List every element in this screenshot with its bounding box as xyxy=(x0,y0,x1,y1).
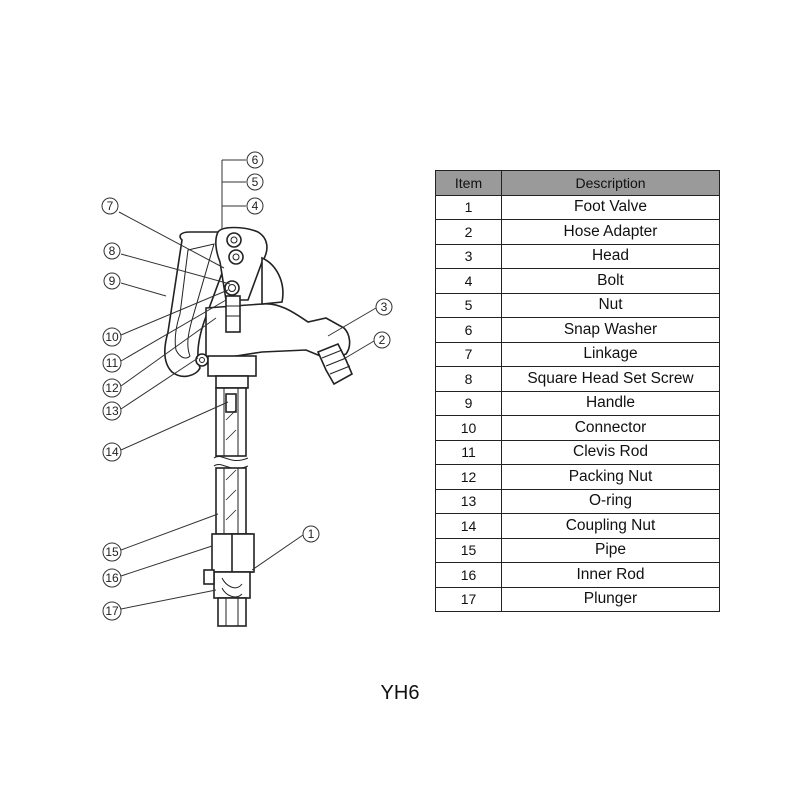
hydrant-assembly xyxy=(163,226,354,627)
row-description: Snap Washer xyxy=(501,317,720,343)
row-description: Bolt xyxy=(501,268,720,294)
callout-10-label: 10 xyxy=(105,330,119,344)
callout-8: 8 xyxy=(103,242,121,260)
row-description: Handle xyxy=(501,390,720,416)
row-item: 5 xyxy=(435,292,502,318)
row-description: Connector xyxy=(501,415,720,441)
callout-9: 9 xyxy=(103,272,121,290)
callout-5: 5 xyxy=(246,173,264,191)
callout-1: 1 xyxy=(302,525,320,543)
row-description: Nut xyxy=(501,292,720,318)
leader-lines xyxy=(118,159,377,610)
row-item: 17 xyxy=(435,586,502,612)
header-item: Item xyxy=(435,170,502,196)
row-description: O-ring xyxy=(501,488,720,514)
callout-16-label: 16 xyxy=(105,571,119,585)
callout-3-label: 3 xyxy=(381,300,388,314)
row-item: 6 xyxy=(435,317,502,343)
callout-11: 11 xyxy=(102,353,122,373)
callout-13-label: 13 xyxy=(105,404,119,418)
row-item: 12 xyxy=(435,464,502,490)
callout-7: 7 xyxy=(101,197,119,215)
callout-6-label: 6 xyxy=(252,153,259,167)
parts-table-header: Item Description xyxy=(435,170,720,196)
callout-1-label: 1 xyxy=(308,527,315,541)
row-item: 3 xyxy=(435,243,502,269)
callout-17-label: 17 xyxy=(105,604,119,618)
row-description: Packing Nut xyxy=(501,464,720,490)
callout-13: 13 xyxy=(102,401,122,421)
callout-15: 15 xyxy=(102,542,122,562)
row-description: Clevis Rod xyxy=(501,439,720,465)
hose-adapter-shape xyxy=(316,342,354,386)
callout-16: 16 xyxy=(102,568,122,588)
callout-8-label: 8 xyxy=(109,244,116,258)
row-item: 2 xyxy=(435,219,502,245)
row-description: Head xyxy=(501,243,720,269)
row-description: Hose Adapter xyxy=(501,219,720,245)
row-item: 14 xyxy=(435,513,502,539)
callout-11-label: 11 xyxy=(106,356,119,370)
row-description: Square Head Set Screw xyxy=(501,366,720,392)
callout-12-label: 12 xyxy=(105,381,119,395)
row-item: 8 xyxy=(435,366,502,392)
callout-14-label: 14 xyxy=(105,445,119,459)
callout-3: 3 xyxy=(375,298,393,316)
row-item: 7 xyxy=(435,341,502,367)
row-description: Foot Valve xyxy=(501,194,720,220)
row-item: 16 xyxy=(435,562,502,588)
callout-15-label: 15 xyxy=(105,545,119,559)
row-description: Plunger xyxy=(501,586,720,612)
callout-4-label: 4 xyxy=(252,199,259,213)
callout-2-label: 2 xyxy=(379,333,386,347)
row-description: Pipe xyxy=(501,537,720,563)
row-item: 4 xyxy=(435,268,502,294)
row-item: 11 xyxy=(435,439,502,465)
row-item: 1 xyxy=(435,194,502,220)
handle-shape xyxy=(163,231,235,378)
header-description: Description xyxy=(501,170,720,196)
row-description: Coupling Nut xyxy=(501,513,720,539)
handle-inner-slot xyxy=(174,243,215,359)
callout-5-label: 5 xyxy=(252,175,259,189)
row-description: Linkage xyxy=(501,341,720,367)
row-item: 10 xyxy=(435,415,502,441)
callout-4: 4 xyxy=(246,197,264,215)
row-description: Inner Rod xyxy=(501,562,720,588)
row-item: 15 xyxy=(435,537,502,563)
callout-12: 12 xyxy=(102,378,122,398)
model-label: YH6 xyxy=(380,682,420,704)
row-item: 9 xyxy=(435,390,502,416)
callout-17: 17 xyxy=(102,601,122,621)
callout-6: 6 xyxy=(246,151,264,169)
callout-7-label: 7 xyxy=(107,199,114,213)
callout-9-label: 9 xyxy=(109,274,116,288)
head-crown-shape xyxy=(261,256,284,305)
row-item: 13 xyxy=(435,488,502,514)
callout-10: 10 xyxy=(102,327,122,347)
callout-2: 2 xyxy=(373,331,391,349)
callout-14: 14 xyxy=(102,442,122,462)
